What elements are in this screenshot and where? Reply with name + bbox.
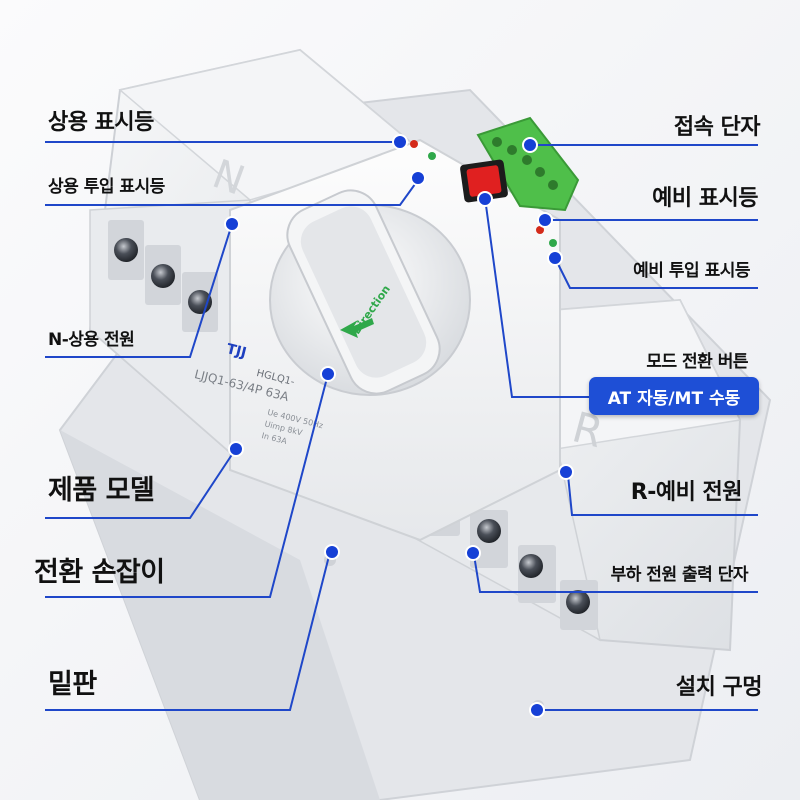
mode-button-shape [460,159,508,203]
brand-text: TJJ [225,341,248,361]
terminal-block-shape [476,116,580,212]
label-base-plate: 밑판 [48,669,97,700]
dot-utility-on-indicator [410,170,426,186]
label-r-backup-power: R-예비 전원 [630,480,743,505]
dot-product-model [228,441,244,457]
label-terminal-block: 접속 단자 [673,115,761,140]
dot-utility-indicator [392,134,408,150]
label-switch-handle: 전환 손잡이 [34,557,165,588]
callout-dots [224,134,574,718]
n-terminal-screws [108,220,218,332]
label-mode-button: 모드 전환 버튼 [646,352,748,372]
label-load-output-terminal: 부하 전원 출력 단자 [610,565,749,585]
mode-button-sublabel: AT 자동/MT 수동 [589,377,759,415]
dot-load-output [465,545,481,561]
dot-base-plate [324,544,340,560]
label-backup-indicator: 예비 표시등 [652,186,758,211]
label-backup-on-indicator: 예비 투입 표시등 [633,261,750,281]
leader-r-backup-power [567,474,758,516]
switch-handle-shape [286,189,441,395]
leader-n-utility-power [45,223,233,358]
leader-utility-on-indicator [45,179,419,206]
label-product-model: 제품 모델 [48,475,155,506]
label-n-utility-power: N-상용 전원 [48,330,135,350]
leader-product-model [45,449,236,519]
label-utility-on-indicator: 상용 투입 표시등 [48,177,165,197]
dot-mount-hole [529,702,545,718]
leader-lines [45,141,758,711]
label-utility-indicator: 상용 표시등 [48,110,154,135]
leader-backup-on-indicator [554,257,758,289]
utility-led [410,140,418,148]
model-plate: TJJ HGLQ1- LJJQ1-63/4P 63A Ue 400V 50Hz … [193,341,324,446]
leader-mode-button [484,197,590,398]
leader-base-plate [45,551,331,711]
leader-switch-handle [45,373,329,598]
dot-switch-handle [320,366,336,382]
dot-backup-indicator [537,212,553,228]
dot-mode-button [477,191,493,207]
direction-arrow-icon [340,318,374,338]
backup-led [536,226,544,234]
utility-on-led [428,152,436,160]
label-mount-hole: 설치 구멍 [675,675,763,700]
dot-r-backup-power [558,464,574,480]
dot-backup-on-indicator [547,250,563,266]
dot-terminal-block [522,137,538,153]
dot-n-utility-power [224,216,240,232]
backup-on-led [549,239,557,247]
leader-load-output [473,554,758,593]
